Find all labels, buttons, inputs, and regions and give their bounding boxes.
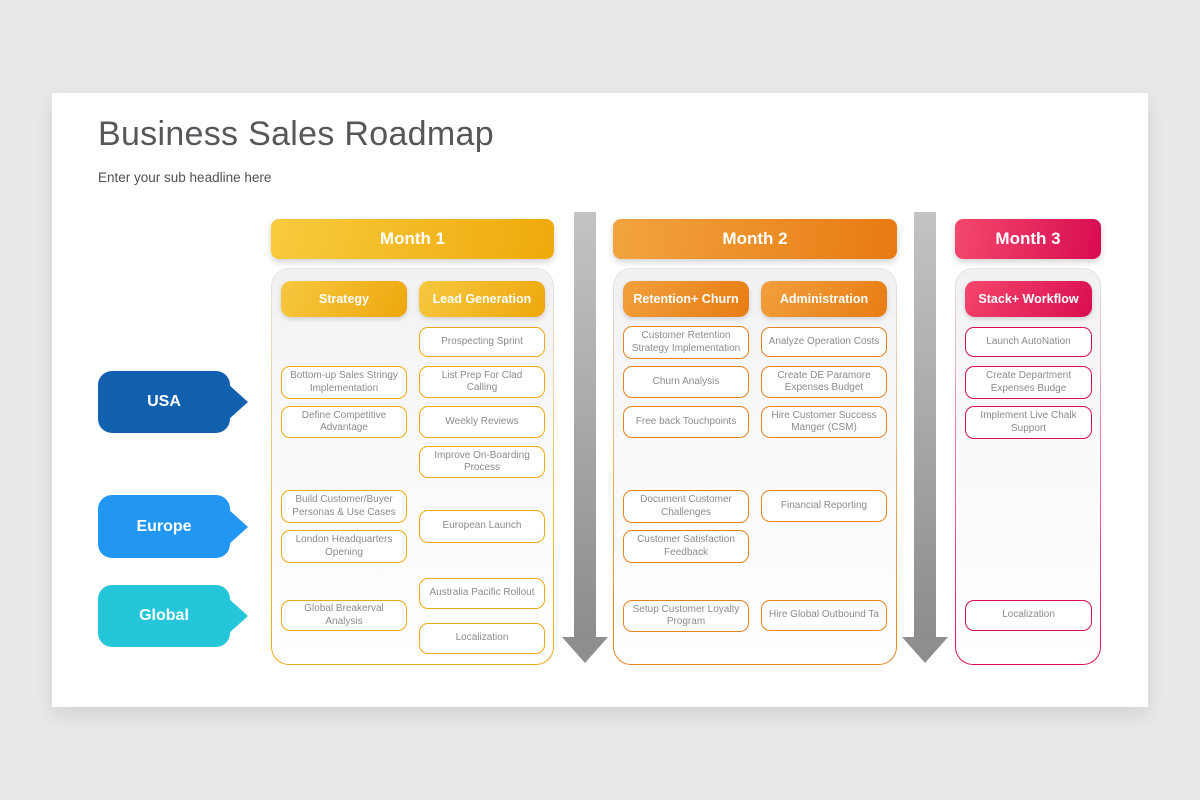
task-item: Hire Global Outbound Ta [761, 600, 887, 631]
month1-panel: Strategy Lead Generation Bottom-up Sales… [271, 268, 554, 665]
task-item: Launch AutoNation [965, 327, 1092, 357]
month3-panel: Stack+ Workflow Launch AutoNation Create… [955, 268, 1101, 665]
task-item: Churn Analysis [623, 366, 749, 398]
month1-header: Month 1 [271, 219, 554, 259]
task-item: European Launch [419, 510, 545, 543]
track-header-administration: Administration [761, 281, 887, 317]
task-item: Customer Satisfaction Feedback [623, 530, 749, 563]
task-item: Build Customer/Buyer Personas & Use Case… [281, 490, 407, 523]
month3-header: Month 3 [955, 219, 1101, 259]
task-item: Localization [419, 623, 545, 654]
region-tag-europe-label: Europe [136, 517, 192, 535]
task-item: Create Department Expenses Budge [965, 366, 1092, 399]
region-tag-usa-label: USA [147, 393, 181, 410]
region-tag-usa: USA [98, 371, 230, 433]
track-header-lead-generation: Lead Generation [419, 281, 545, 317]
task-item: London Headquarters Opening [281, 530, 407, 563]
task-item: Define Competitive Advantage [281, 406, 407, 438]
task-item: Prospecting Sprint [419, 327, 545, 357]
task-item: Australia Pacific Rollout [419, 578, 545, 609]
task-item: Setup Customer Loyalty Program [623, 600, 749, 632]
track-header-retention-churn: Retention+ Churn [623, 281, 749, 317]
region-tag-global: Global [98, 585, 230, 647]
task-item: Bottom-up Sales Stringy Implementation [281, 366, 407, 399]
slide-canvas: Business Sales Roadmap Enter your sub he… [52, 93, 1148, 707]
task-item: Hire Customer Success Manger (CSM) [761, 406, 887, 438]
month2-header: Month 2 [613, 219, 897, 259]
task-item: Free back Touchpoints [623, 406, 749, 438]
task-item: Customer Retention Strategy Implementati… [623, 326, 749, 359]
task-item: Create DE Paramore Expenses Budget [761, 366, 887, 398]
task-item: Weekly Reviews [419, 406, 545, 438]
task-item: Analyze Operation Costs [761, 327, 887, 357]
down-arrow-icon [574, 212, 596, 637]
task-item: Localization [965, 600, 1092, 631]
task-item: Financial Reporting [761, 490, 887, 522]
task-item: Global Breakerval Analysis [281, 600, 407, 631]
task-item: Implement Live Chalk Support [965, 406, 1092, 439]
task-item: Improve On-Boarding Process [419, 446, 545, 478]
task-item: List Prep For Clad Calling [419, 366, 545, 398]
task-item: Document Customer Challenges [623, 490, 749, 523]
down-arrow-icon [914, 212, 936, 637]
page-title: Business Sales Roadmap [98, 115, 494, 153]
month2-panel: Retention+ Churn Administration Customer… [613, 268, 897, 665]
region-tag-global-label: Global [139, 607, 189, 624]
track-header-strategy: Strategy [281, 281, 407, 317]
region-tag-europe: Europe [98, 495, 230, 558]
page-subtitle: Enter your sub headline here [98, 170, 272, 185]
track-header-stack-workflow: Stack+ Workflow [965, 281, 1092, 317]
